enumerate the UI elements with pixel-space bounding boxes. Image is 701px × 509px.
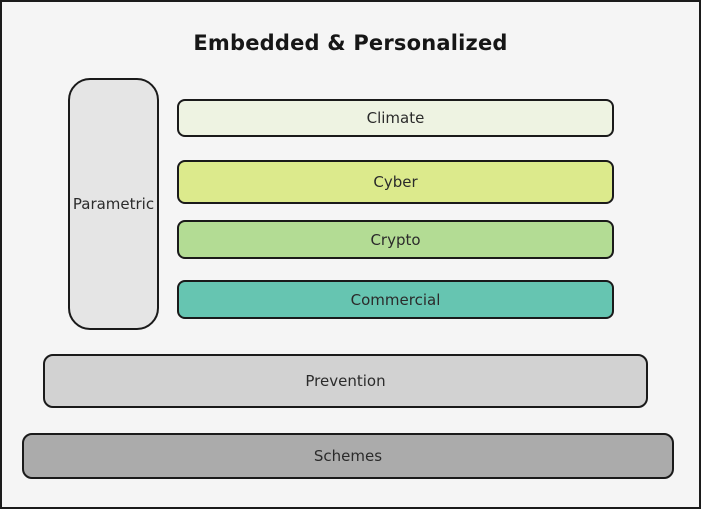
prevention-bar: Prevention <box>43 354 648 408</box>
schemes-bar: Schemes <box>22 433 674 479</box>
climate-label: Climate <box>366 109 425 127</box>
prevention-label: Prevention <box>305 372 386 390</box>
parametric-box: Parametric <box>68 78 159 330</box>
crypto-label: Crypto <box>370 230 421 249</box>
climate-bar: Climate <box>177 99 614 137</box>
cyber-bar: Cyber <box>177 160 614 204</box>
commercial-bar: Commercial <box>177 280 614 319</box>
schemes-label: Schemes <box>313 447 383 465</box>
commercial-label: Commercial <box>350 290 441 309</box>
parametric-label: Parametric <box>72 195 155 213</box>
diagram-title: Embedded & Personalized <box>193 31 508 55</box>
cyber-label: Cyber <box>373 173 418 191</box>
crypto-bar: Crypto <box>177 220 614 259</box>
